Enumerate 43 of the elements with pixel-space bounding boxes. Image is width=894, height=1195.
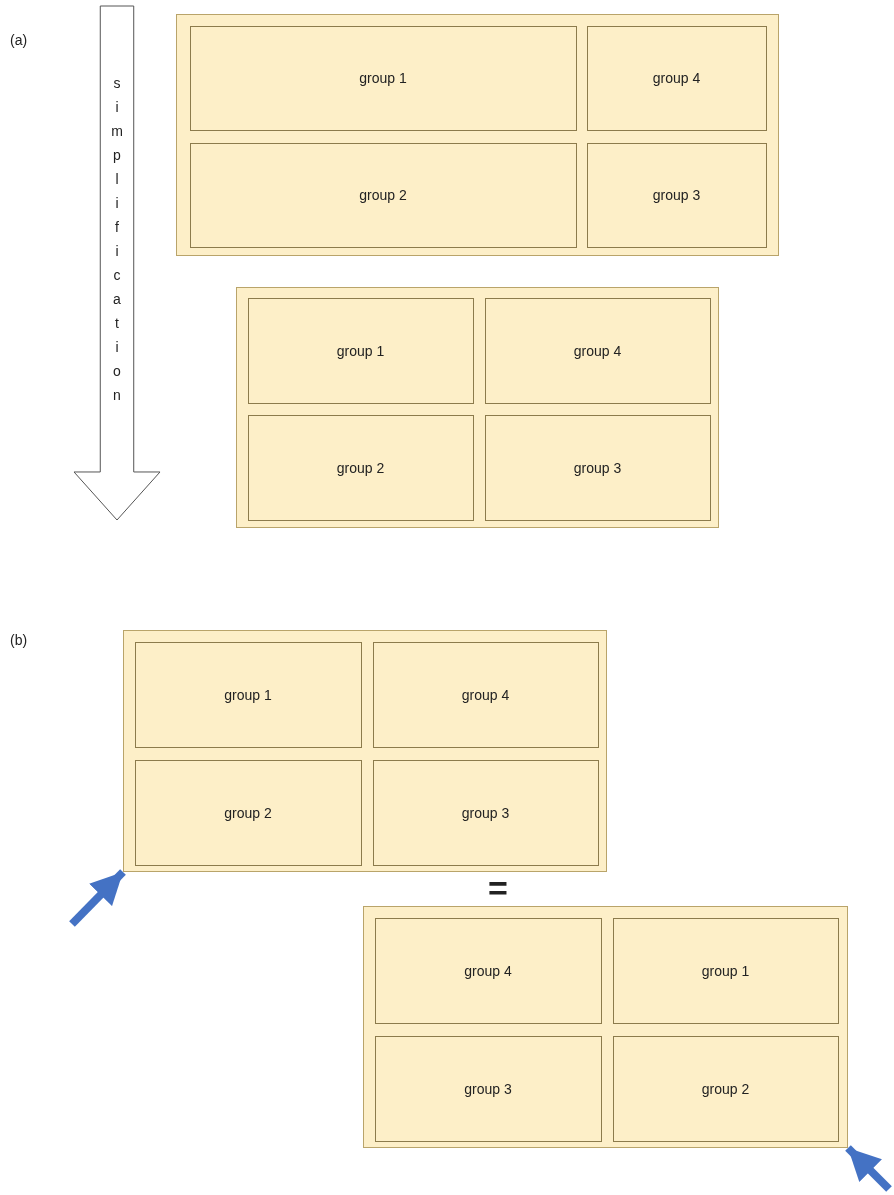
box-label: group 4 [461,686,510,703]
group-box [134,641,362,748]
group-box [374,917,602,1024]
box-label: group 2 [701,1080,750,1097]
box-label: group 2 [336,459,385,476]
box-label: group 3 [573,459,622,476]
group-box [484,297,711,404]
block-arrow [73,5,161,521]
panel-box [176,14,779,256]
box-label: group 3 [652,187,701,203]
group-box [189,25,577,131]
group-box [372,759,599,866]
panel-box [123,630,607,872]
group-box [612,917,839,1024]
box-label: group 1 [336,342,385,359]
panel-label: (b) [10,632,28,648]
box-label: group 3 [461,804,510,821]
group-box [189,142,577,248]
vertical-label: simplification [108,75,126,411]
arrow [69,869,126,927]
group-box [134,759,362,866]
group-box [586,25,767,131]
group-box [247,414,474,521]
box-label: group 2 [359,187,407,203]
panel-label: (a) [10,32,28,48]
box-label: group 1 [224,686,272,703]
group-box [372,641,599,748]
group-box [484,414,711,521]
box-label: group 2 [224,804,272,821]
arrow [845,1145,892,1192]
box-label: group 3 [464,1080,512,1097]
panel-box [363,906,848,1148]
group-box [612,1035,839,1142]
panel-box [236,287,719,528]
equals-sign: = [488,876,508,900]
box-label: group 4 [573,342,622,359]
box-label: group 4 [652,70,701,86]
box-label: group 1 [359,70,407,86]
group-box [247,297,474,404]
box-label: group 1 [701,962,750,979]
box-label: group 4 [464,962,512,979]
group-box [586,142,767,248]
group-box [374,1035,602,1142]
